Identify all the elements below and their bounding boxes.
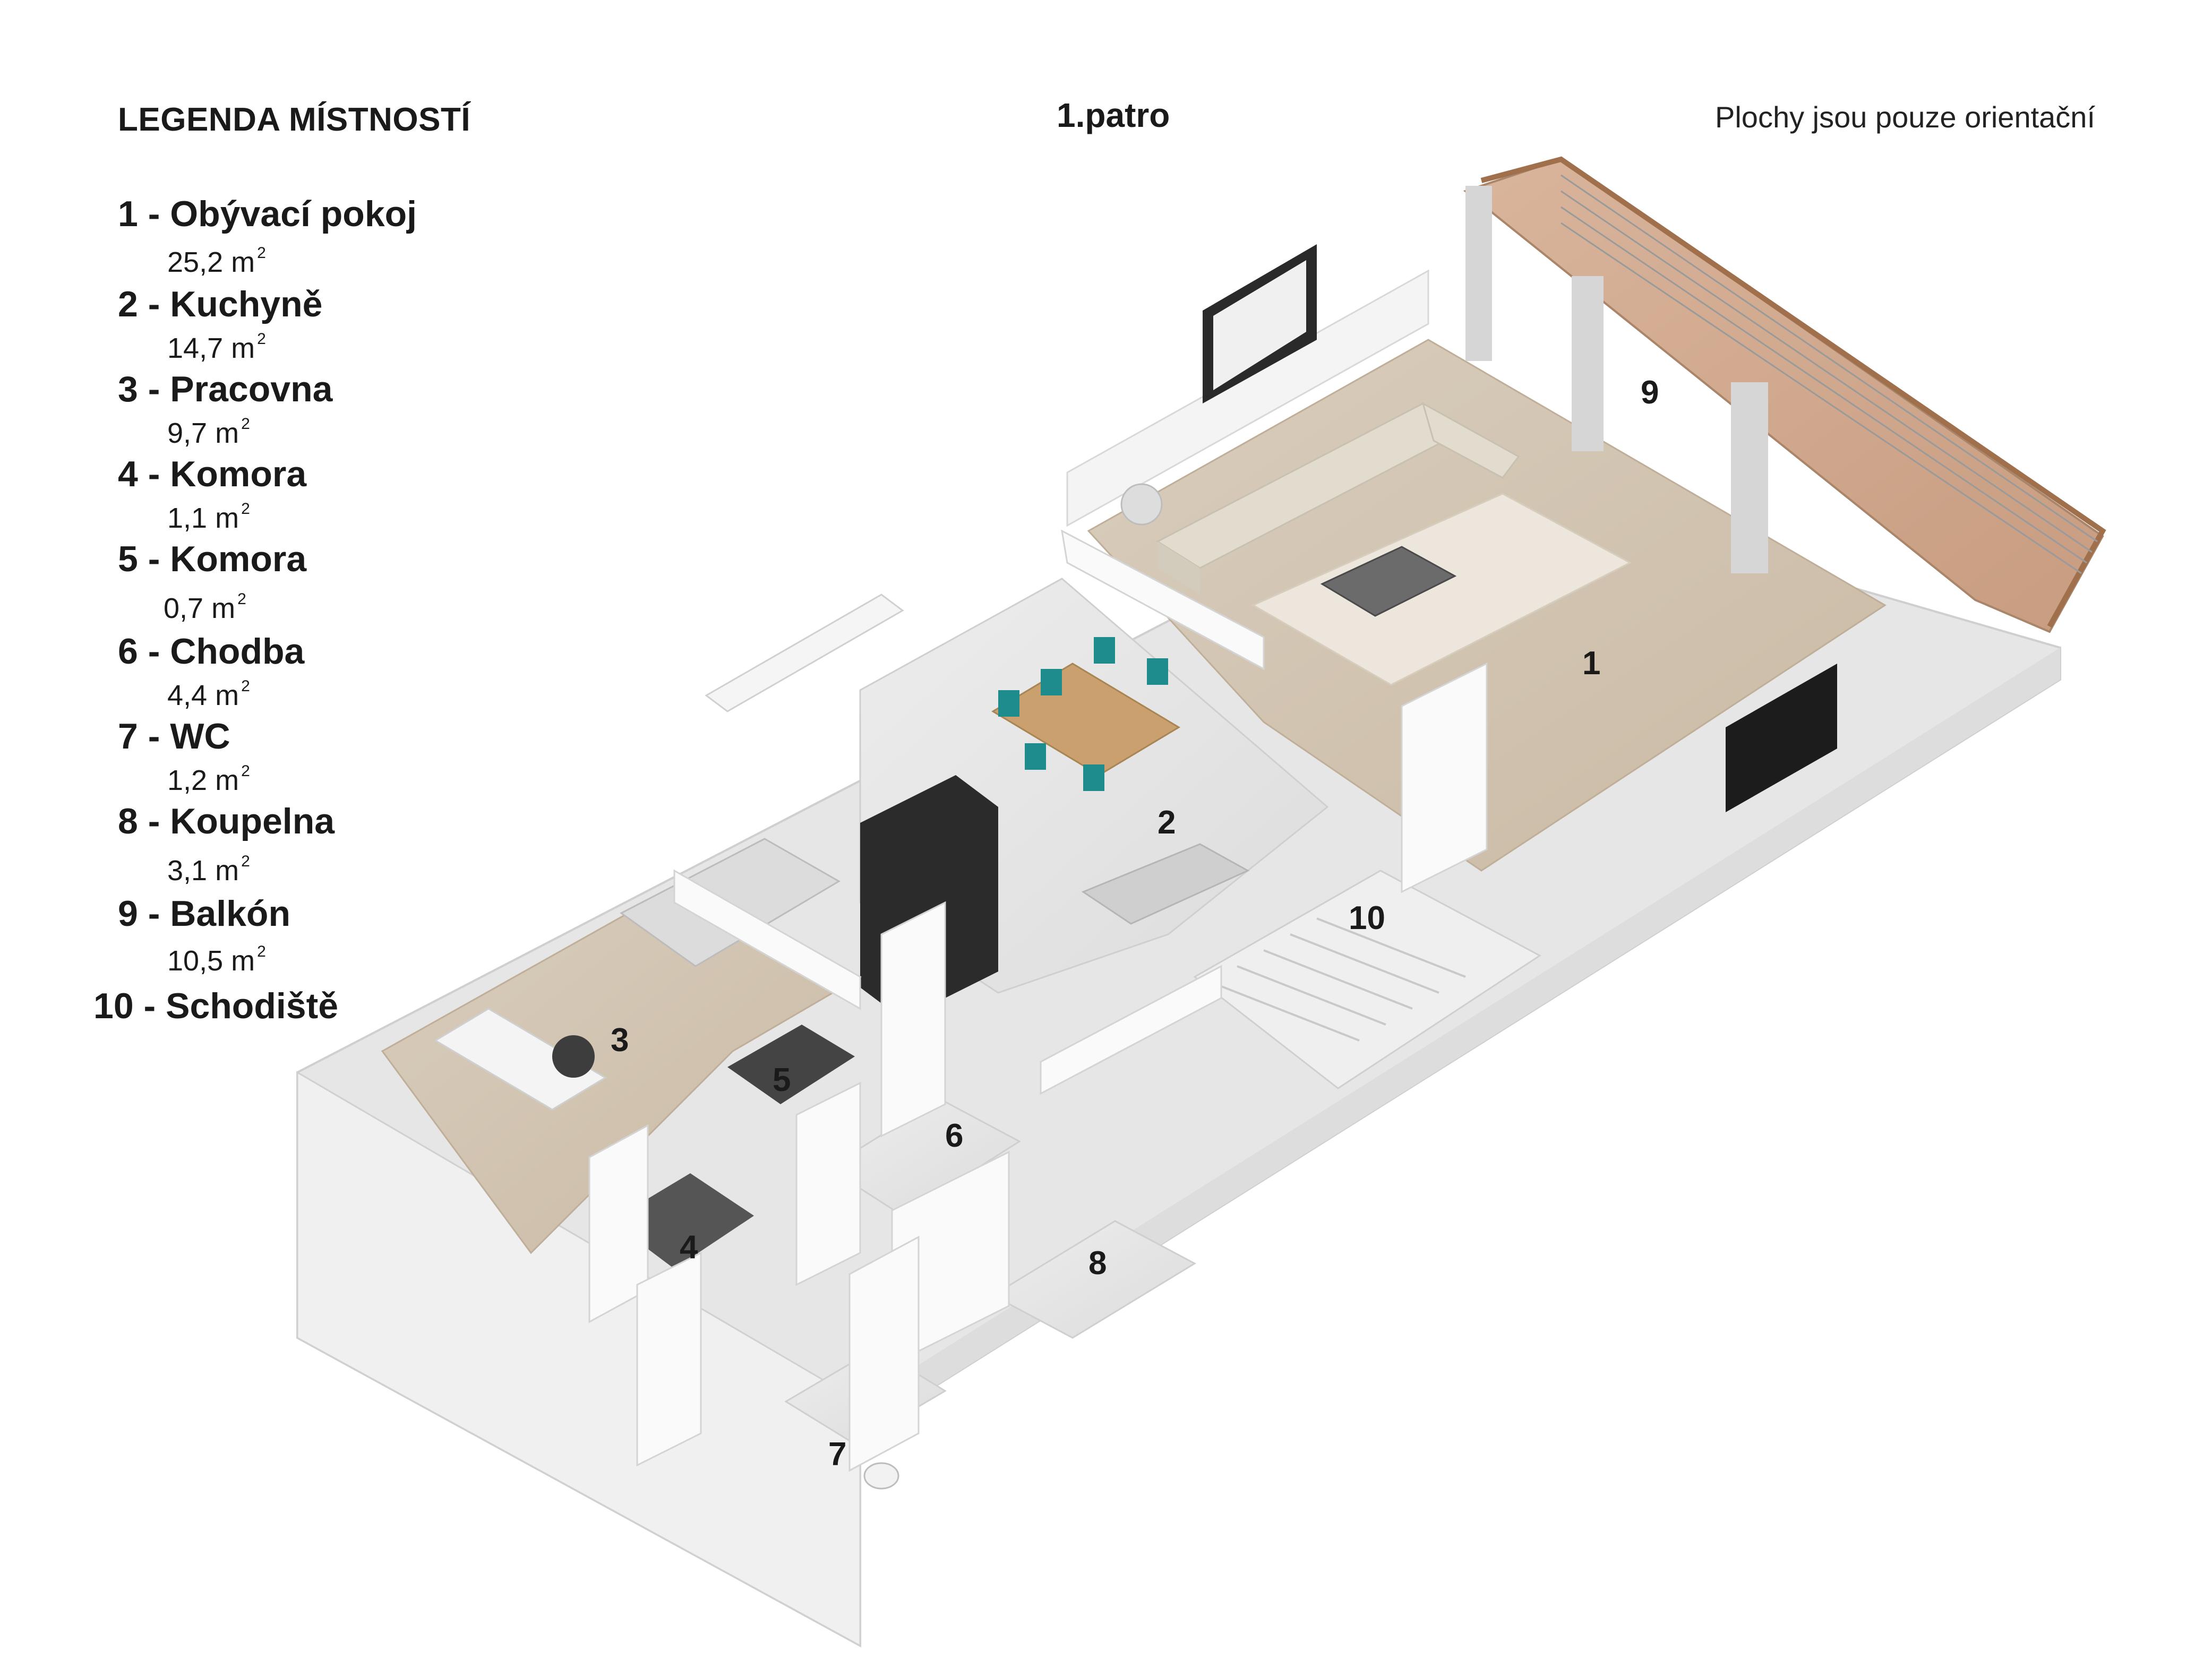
floor-title: 1.patro — [1057, 96, 1170, 134]
legend-item-balcony: 9 - Balkón — [118, 893, 290, 934]
legend-item-hallway: 6 - Chodba — [118, 631, 304, 672]
plan-label-6: 6 — [945, 1118, 963, 1154]
legend-number: 1 - — [118, 194, 160, 234]
living-room — [1066, 186, 1887, 872]
legend-number: 8 - — [118, 801, 160, 841]
legend-room-name: Obývací pokoj — [170, 194, 417, 234]
legend-room-name: Kuchyně — [170, 284, 323, 324]
legend-title: LEGENDA MÍSTNOSTÍ — [118, 101, 471, 138]
legend-item-storage-5: 5 - Komora — [118, 538, 306, 580]
plan-label-10: 10 — [1349, 900, 1385, 936]
plan-room-labels: 1 2 3 4 5 6 7 8 9 10 — [611, 374, 1659, 1473]
legend-number: 5 - — [118, 539, 160, 579]
curtain — [1465, 186, 1492, 361]
legend-item-staircase: 10 - Schodiště — [93, 985, 338, 1027]
legend-number: 6 - — [118, 631, 160, 672]
rug — [1251, 493, 1632, 686]
legend-number: 4 - — [118, 454, 160, 494]
plan-label-8: 8 — [1088, 1245, 1107, 1282]
storage-5-shelf — [727, 1025, 855, 1104]
plan-label-9: 9 — [1641, 374, 1659, 411]
legend-number: 10 - — [93, 986, 156, 1026]
legend-number: 7 - — [118, 716, 160, 757]
legend-number: 2 - — [118, 284, 160, 324]
balcony — [1463, 156, 2106, 633]
plan-label-1: 1 — [1582, 645, 1600, 682]
toilet — [863, 1462, 899, 1490]
desk — [434, 1008, 607, 1111]
legend-room-name: Koupelna — [170, 801, 335, 841]
legend-number: 3 - — [118, 369, 160, 409]
staircase — [1193, 870, 1541, 1089]
legend-item-wc: 7 - WC — [118, 716, 230, 757]
plan-label-2: 2 — [1158, 804, 1176, 841]
bathroom-floor — [991, 1220, 1197, 1339]
legend-item-study: 3 - Pracovna — [118, 368, 332, 410]
coffee-table — [1320, 546, 1457, 617]
legend-item-bathroom: 8 - Koupelna — [118, 801, 335, 842]
plan-label-7: 7 — [828, 1436, 846, 1473]
legend-room-name: Balkón — [170, 893, 290, 934]
legend-room-name: Komora — [170, 539, 307, 579]
kitchen-island — [1081, 843, 1250, 925]
legend-room-name: Chodba — [170, 631, 305, 672]
area-note: Plochy jsou pouze orientační — [1715, 100, 2095, 134]
legend-item-kitchen: 2 - Kuchyně — [118, 283, 322, 325]
legend-item-storage-4: 4 - Komora — [118, 453, 306, 495]
office-chair — [552, 1035, 595, 1078]
legend-room-name: WC — [170, 716, 230, 757]
floor-lamp — [1120, 483, 1163, 526]
plan-label-4: 4 — [680, 1229, 698, 1266]
curtain — [1572, 276, 1604, 451]
interior-walls — [588, 529, 1488, 1472]
legend-room-name: Schodiště — [166, 986, 339, 1026]
plan-label-3: 3 — [611, 1022, 629, 1059]
kitchen-counter — [705, 594, 904, 712]
legend-room-name: Pracovna — [170, 369, 333, 409]
plan-label-5: 5 — [773, 1062, 791, 1098]
legend-number: 9 - — [118, 893, 160, 934]
curtain — [1731, 382, 1768, 573]
legend-item-living-room: 1 - Obývací pokoj — [118, 193, 417, 235]
dining-chairs — [998, 637, 1168, 791]
legend-room-name: Komora — [170, 454, 307, 494]
tv — [1726, 664, 1837, 812]
